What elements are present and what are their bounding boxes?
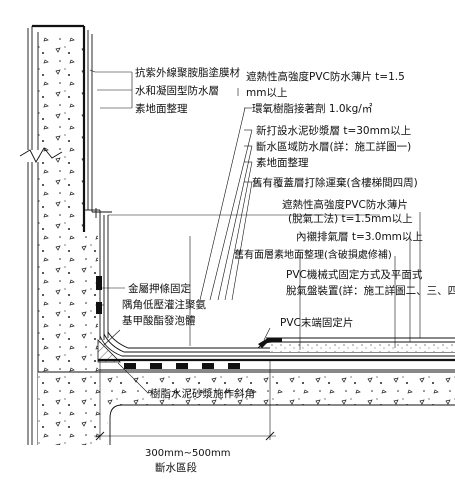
zone-text: 斷水區段 xyxy=(155,461,197,474)
wall-membrane xyxy=(84,30,380,340)
label-pvc-mech-a: PVC機械式固定方式及平面式 xyxy=(286,268,423,281)
annotations: 抗紫外線聚胺脂塗膜材 水和凝固型防水層 素地面整理 遮熱性高強度PVC防水薄片 … xyxy=(122,66,455,474)
label-corner-foam-a: 隅角低壓灌注聚氨 xyxy=(122,298,206,311)
label-corner-foam-b: 基甲酸酯發泡體 xyxy=(122,314,196,327)
metal-strip-fixing xyxy=(96,276,102,314)
label-new-mortar: 新打設水泥砂漿層 t=30mm以上 xyxy=(256,124,411,137)
label-pvc-mech-b: 脫氣盤裝置(詳：施工詳圖二、三、四) xyxy=(286,284,455,297)
label-resin-chamfer: 樹脂水泥砂漿施作斜角 xyxy=(150,387,255,400)
label-pvc-end-piece: PVC末端固定片 xyxy=(280,316,353,329)
label-vent-layer: 內襯排氣層 t=3.0mm以上 xyxy=(296,230,423,243)
label-pvc-sheet-2b: (脫氣工法) t=1.5mm以上 xyxy=(288,212,413,225)
label-old-substrate: 舊有面層素地面整理(含破損處修補) xyxy=(234,248,392,261)
roof-buildup xyxy=(97,331,455,371)
label-remove-old-layer: 舊有覆蓋層打除運棄(含樓梯間四周) xyxy=(252,176,418,189)
dimension-line xyxy=(94,360,276,441)
dimension-text: 300mm~500mm xyxy=(145,448,231,459)
label-substrate-1: 素地面整理 xyxy=(135,102,188,115)
parapet-wall xyxy=(19,24,98,445)
label-insulation-waterproof: 斷水區域防水層(詳：施工詳圖一) xyxy=(256,140,411,153)
label-metal-strip: 金屬押條固定 xyxy=(128,282,191,295)
leader-lines xyxy=(89,69,421,394)
label-epoxy-adhesive: 環氧樹脂接著劑 1.0kg/㎡ xyxy=(252,102,373,115)
label-pvc-sheet-2a: 遮熱性高強度PVC防水薄片 xyxy=(282,198,408,211)
label-pvc-sheet-1a: 遮熱性高強度PVC防水薄片 t=1.5 xyxy=(246,70,405,83)
label-uv-coating: 抗紫外線聚胺脂塗膜材 xyxy=(135,66,240,79)
label-cement-waterproof: 水和凝固型防水層 xyxy=(135,84,219,97)
label-substrate-2: 素地面整理 xyxy=(256,156,309,169)
roof-slab xyxy=(38,371,455,445)
label-pvc-sheet-1b: mm以上 xyxy=(246,87,287,99)
